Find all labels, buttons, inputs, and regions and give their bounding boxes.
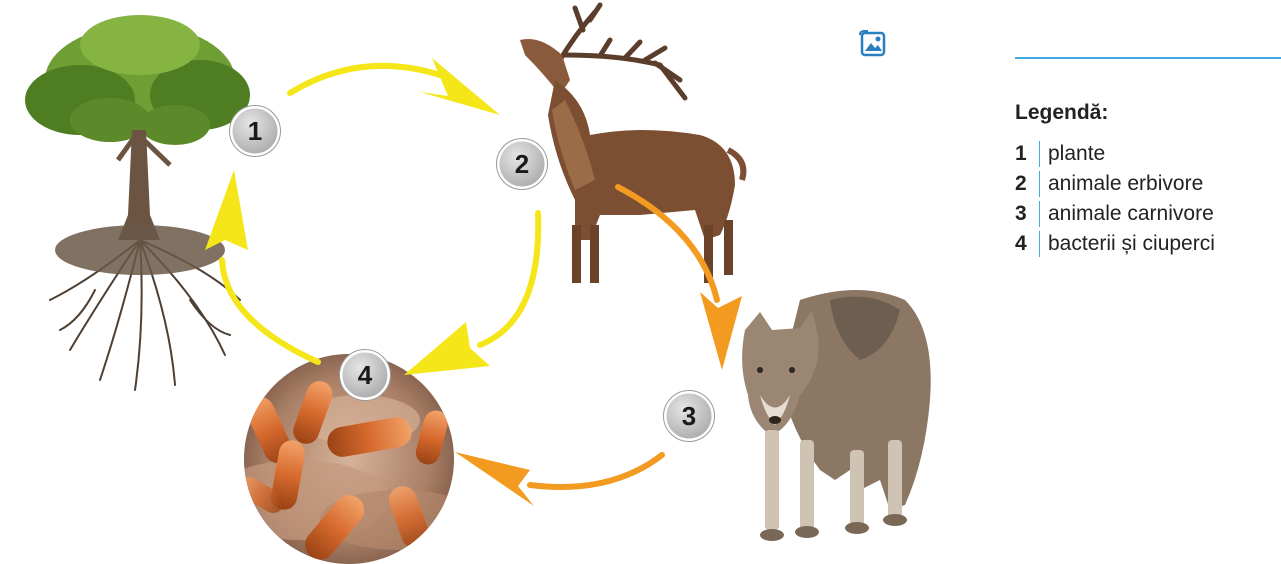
legend-title: Legendă: [1015,101,1275,125]
legend-item-label: animale carnivore [1048,202,1214,226]
legend: Legendă: 1 plante 2 animale erbivore 3 a… [1015,57,1275,259]
legend-item-label: animale erbivore [1048,172,1203,196]
legend-item-label: plante [1048,142,1105,166]
legend-item-divider [1039,231,1040,257]
image-gallery-icon[interactable] [858,29,888,59]
tree-image [25,15,250,390]
arrow-deer-to-bacteria [404,213,538,375]
legend-item: 3 animale carnivore [1015,199,1275,229]
legend-divider [1015,57,1281,59]
deer-image [520,5,743,283]
legend-item-divider [1039,171,1040,197]
node-badge-4: 4 [340,350,391,401]
legend-item-divider [1039,201,1040,227]
legend-item: 4 bacterii și ciuperci [1015,229,1275,259]
legend-item-label: bacterii și ciuperci [1048,232,1215,256]
legend-item: 2 animale erbivore [1015,169,1275,199]
arrow-wolf-to-bacteria [455,452,662,506]
node-number-1: 1 [248,116,262,146]
node-number-2: 2 [515,149,529,179]
legend-item-number: 3 [1015,202,1035,226]
node-badge-2: 2 [497,139,548,190]
wolf-image [742,290,931,541]
arrow-tree-to-deer [290,58,500,115]
legend-item-divider [1039,141,1040,167]
legend-item-number: 4 [1015,232,1035,256]
legend-item: 1 plante [1015,139,1275,169]
arrow-bacteria-to-tree [205,170,318,362]
node-badge-1: 1 [230,106,281,157]
node-number-4: 4 [358,360,373,390]
node-number-3: 3 [682,401,696,431]
legend-item-number: 1 [1015,142,1035,166]
node-badge-3: 3 [664,391,715,442]
legend-item-number: 2 [1015,172,1035,196]
